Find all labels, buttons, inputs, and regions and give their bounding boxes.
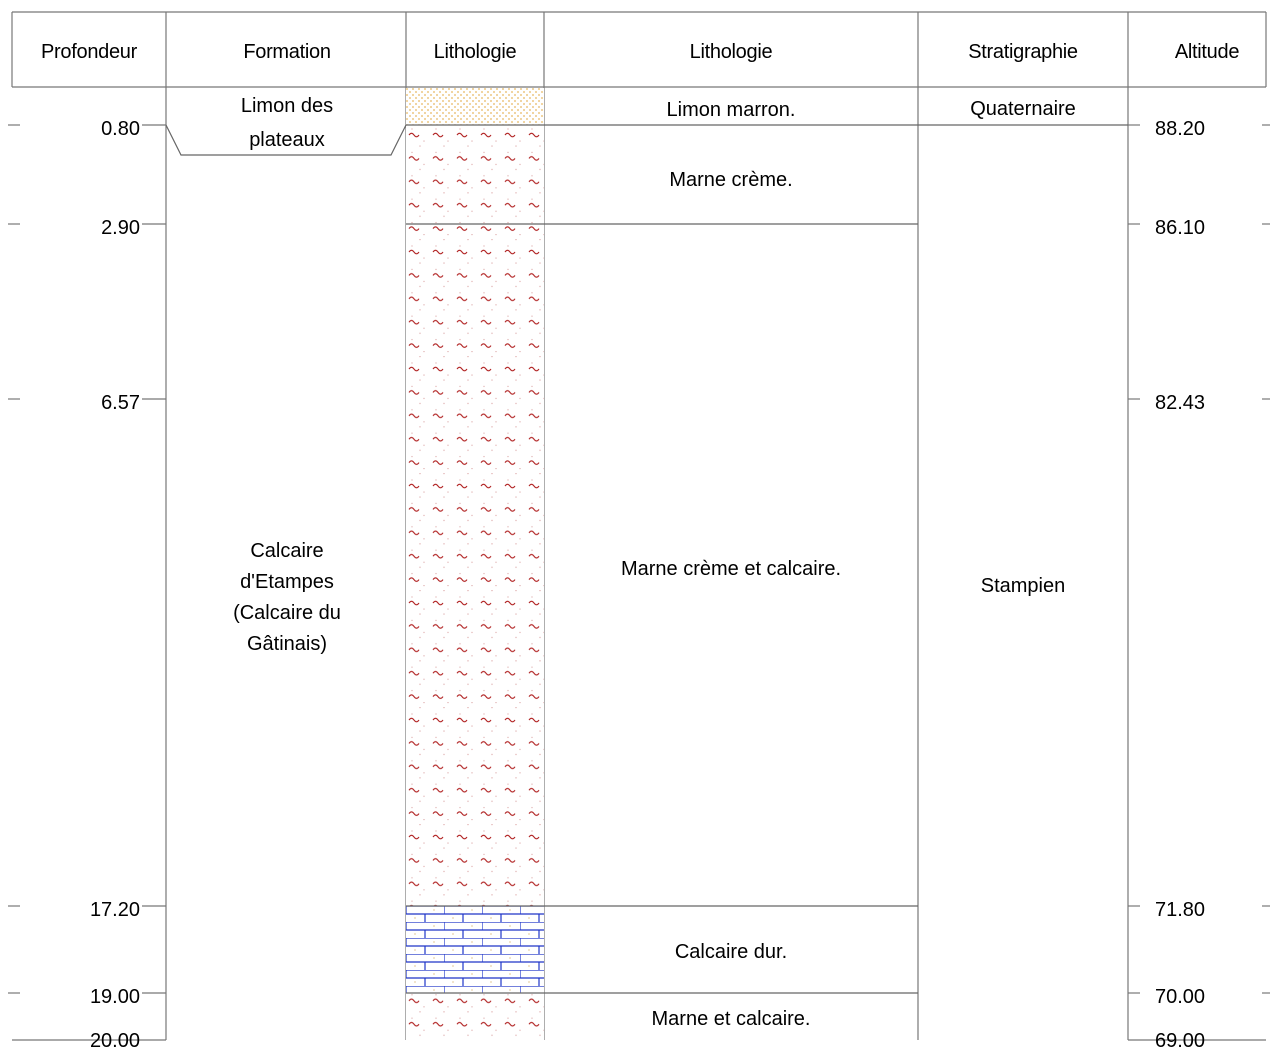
depth-label: 17.20 [90,899,140,921]
header-altitude: Altitude [1175,41,1239,63]
header-lithologie-pattern: Lithologie [434,41,517,63]
formation-calcaire-line1: Calcaire [250,540,323,562]
altitude-label: 70.00 [1155,986,1205,1008]
altitude-label: 88.20 [1155,118,1205,140]
altitude-ticks [1128,124,1270,1041]
depth-ticks [8,124,166,1041]
depth-label: 20.00 [90,1030,140,1052]
depth-label: 19.00 [90,986,140,1008]
altitude-label: 86.10 [1155,217,1205,239]
header-profondeur: Profondeur [41,41,138,63]
litho-pattern-calcaire [406,906,544,993]
formation-limon-line1: Limon des [241,95,333,117]
header-formation: Formation [243,41,330,63]
altitude-label: 69.00 [1155,1030,1205,1052]
strat-quaternaire: Quaternaire [970,98,1076,120]
litho-desc-calcaire-dur: Calcaire dur. [675,941,787,963]
header-lithologie-description: Lithologie [690,41,773,63]
litho-desc-marne-calcaire: Marne crème et calcaire. [621,558,841,580]
litho-desc-marne-creme: Marne crème. [669,169,792,191]
altitude-label: 71.80 [1155,899,1205,921]
litho-desc-marne-et-calcaire: Marne et calcaire. [652,1008,811,1030]
depth-label: 0.80 [101,118,140,140]
litho-pattern-marne-lower [406,993,544,1040]
header-stratigraphie: Stratigraphie [968,41,1078,63]
strat-stampien: Stampien [981,575,1066,597]
formation-calcaire-line3: (Calcaire du [233,602,341,624]
altitude-label: 82.43 [1155,392,1205,414]
formation-boundary [165,124,407,156]
depth-label: 6.57 [101,392,140,414]
formation-calcaire-line2: d'Etampes [240,571,334,593]
formation-limon-line2: plateaux [249,129,325,151]
formation-calcaire-line4: Gâtinais) [247,633,327,655]
depth-label: 2.90 [101,217,140,239]
litho-pattern-limon [406,88,544,125]
litho-desc-limon: Limon marron. [667,99,796,121]
litho-pattern-marne-upper [406,125,544,906]
